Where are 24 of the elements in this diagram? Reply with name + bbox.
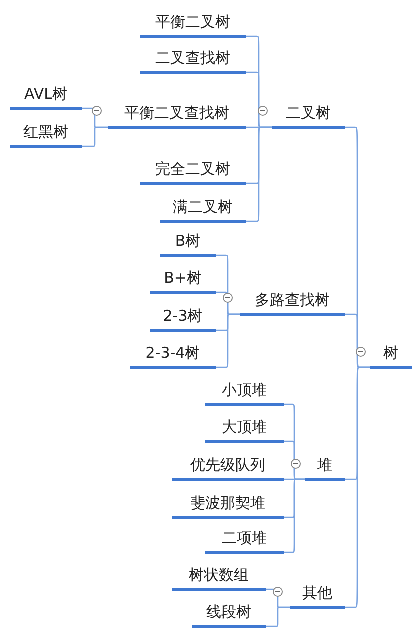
topic-label: B树 [175,232,201,250]
topic-label: 二叉树 [286,104,331,122]
topic-label: 二叉查找树 [156,48,230,66]
connector-line [284,478,305,554]
topic-label: 小顶堆 [222,380,267,398]
topic-label: 完全二叉树 [156,160,230,178]
topic-label: 斐波那契堆 [190,494,266,512]
topic-label: 树状数组 [189,566,249,584]
topic-label: AVL树 [24,84,68,102]
topic-label: 优先级队列 [190,456,266,474]
topic-label: 满二叉树 [173,198,233,216]
topic-label: 2-3树 [163,306,203,324]
topic-label: 大顶堆 [222,418,267,436]
topic-label: 多路查找树 [255,290,330,308]
topic-label: 红黑树 [24,122,68,140]
topic-label: 其他 [302,584,332,602]
topic-label: 堆 [318,456,332,474]
topic-label: B+树 [164,268,202,286]
topic-label: 平衡二叉查找树 [124,104,230,122]
topic-label: 树 [384,344,398,362]
topic-label: 平衡二叉树 [156,12,230,30]
topic-label: 2-3-4树 [146,344,200,362]
topic-label: 二项堆 [222,528,267,546]
topic-label: 线段树 [206,602,252,620]
